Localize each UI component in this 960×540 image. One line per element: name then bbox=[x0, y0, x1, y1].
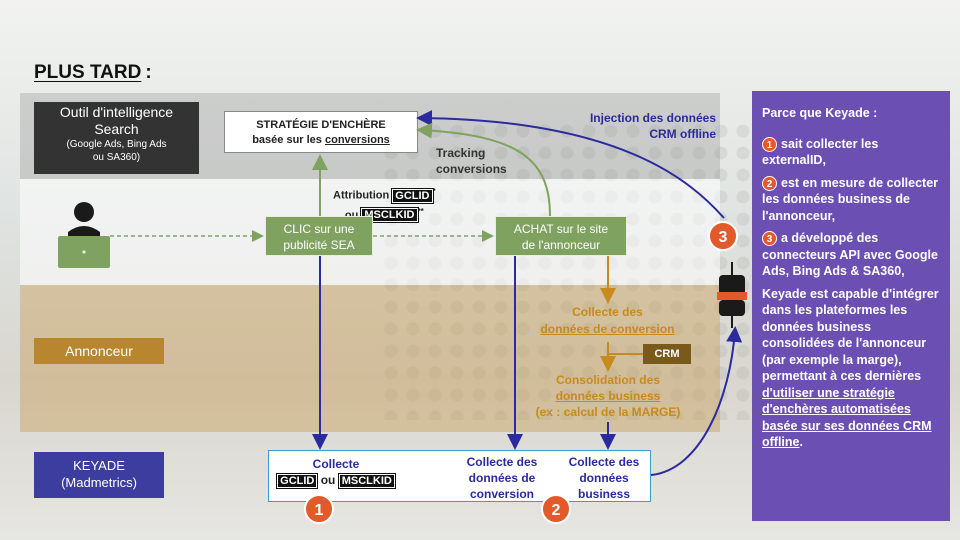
advertiser-label: Annonceur bbox=[34, 338, 164, 364]
search-tool-line3: (Google Ads, Bing Ads bbox=[66, 139, 167, 150]
gclid-tag-bottom: GCLID bbox=[276, 473, 319, 489]
search-tool-line1: Outil d'intelligence bbox=[59, 104, 174, 120]
collect-ids-label: Collecte GCLID ou MSCLKID bbox=[274, 456, 398, 489]
collect-conversion-label: Collecte des données de conversion bbox=[466, 455, 538, 501]
crm-badge: CRM bbox=[643, 344, 691, 364]
keyade-box: KEYADE (Madmetrics) bbox=[34, 452, 164, 498]
item-badge-2: 2 bbox=[762, 175, 777, 191]
msclkid-tag-bottom: MSCLKID bbox=[337, 473, 396, 489]
search-tool-line4: ou SA360) bbox=[92, 152, 141, 163]
panel-body: Keyade est capable d'intégrer dans les p… bbox=[762, 286, 939, 450]
injection-label: Injection des données CRM offline bbox=[589, 111, 716, 141]
msclkid-tag: MSCLKID bbox=[360, 207, 419, 224]
conversion-collect-label: Collecte des données de conversion bbox=[540, 305, 675, 336]
bidding-strategy-line2: basée sur les conversions bbox=[252, 134, 390, 146]
bidding-strategy-line1: STRATÉGIE D'ENCHÈRE bbox=[256, 119, 386, 131]
step-badge-2: 2 bbox=[541, 494, 571, 524]
tracking-arrow bbox=[416, 122, 551, 217]
item-badge-1: 1 bbox=[762, 136, 777, 152]
step-badge-3: 3 bbox=[708, 221, 738, 251]
step-badge-1: 1 bbox=[304, 494, 334, 524]
attribution-label: Attribution GCLID* ou MSCLKID** bbox=[333, 187, 436, 224]
collect-business-label: Collecte des données business bbox=[568, 455, 640, 501]
page-title: PLUS TARD: bbox=[34, 62, 152, 83]
search-tool-box: Outil d'intelligence Search (Google Ads,… bbox=[34, 102, 199, 174]
injection-arrow bbox=[416, 110, 725, 219]
consolidation-label: Consolidation des données business (ex :… bbox=[535, 373, 681, 419]
bidding-strategy-box: STRATÉGIE D'ENCHÈRE basée sur les conver… bbox=[224, 111, 418, 153]
user-laptop-icon bbox=[58, 202, 110, 268]
achat-box: ACHAT sur le site de l'annonceur bbox=[495, 216, 627, 256]
plug-connector-icon bbox=[717, 262, 747, 328]
clic-box: CLIC sur une publicité SEA bbox=[265, 216, 373, 256]
gclid-tag: GCLID bbox=[391, 187, 434, 204]
panel-heading: Parce que Keyade : bbox=[762, 106, 878, 120]
item-badge-3: 3 bbox=[762, 231, 777, 246]
keyade-collect-box bbox=[268, 450, 651, 502]
tracking-label: Tracking conversions bbox=[436, 146, 507, 176]
search-tool-line2: Search bbox=[94, 121, 139, 137]
keyade-to-plug-arrow bbox=[650, 326, 743, 476]
